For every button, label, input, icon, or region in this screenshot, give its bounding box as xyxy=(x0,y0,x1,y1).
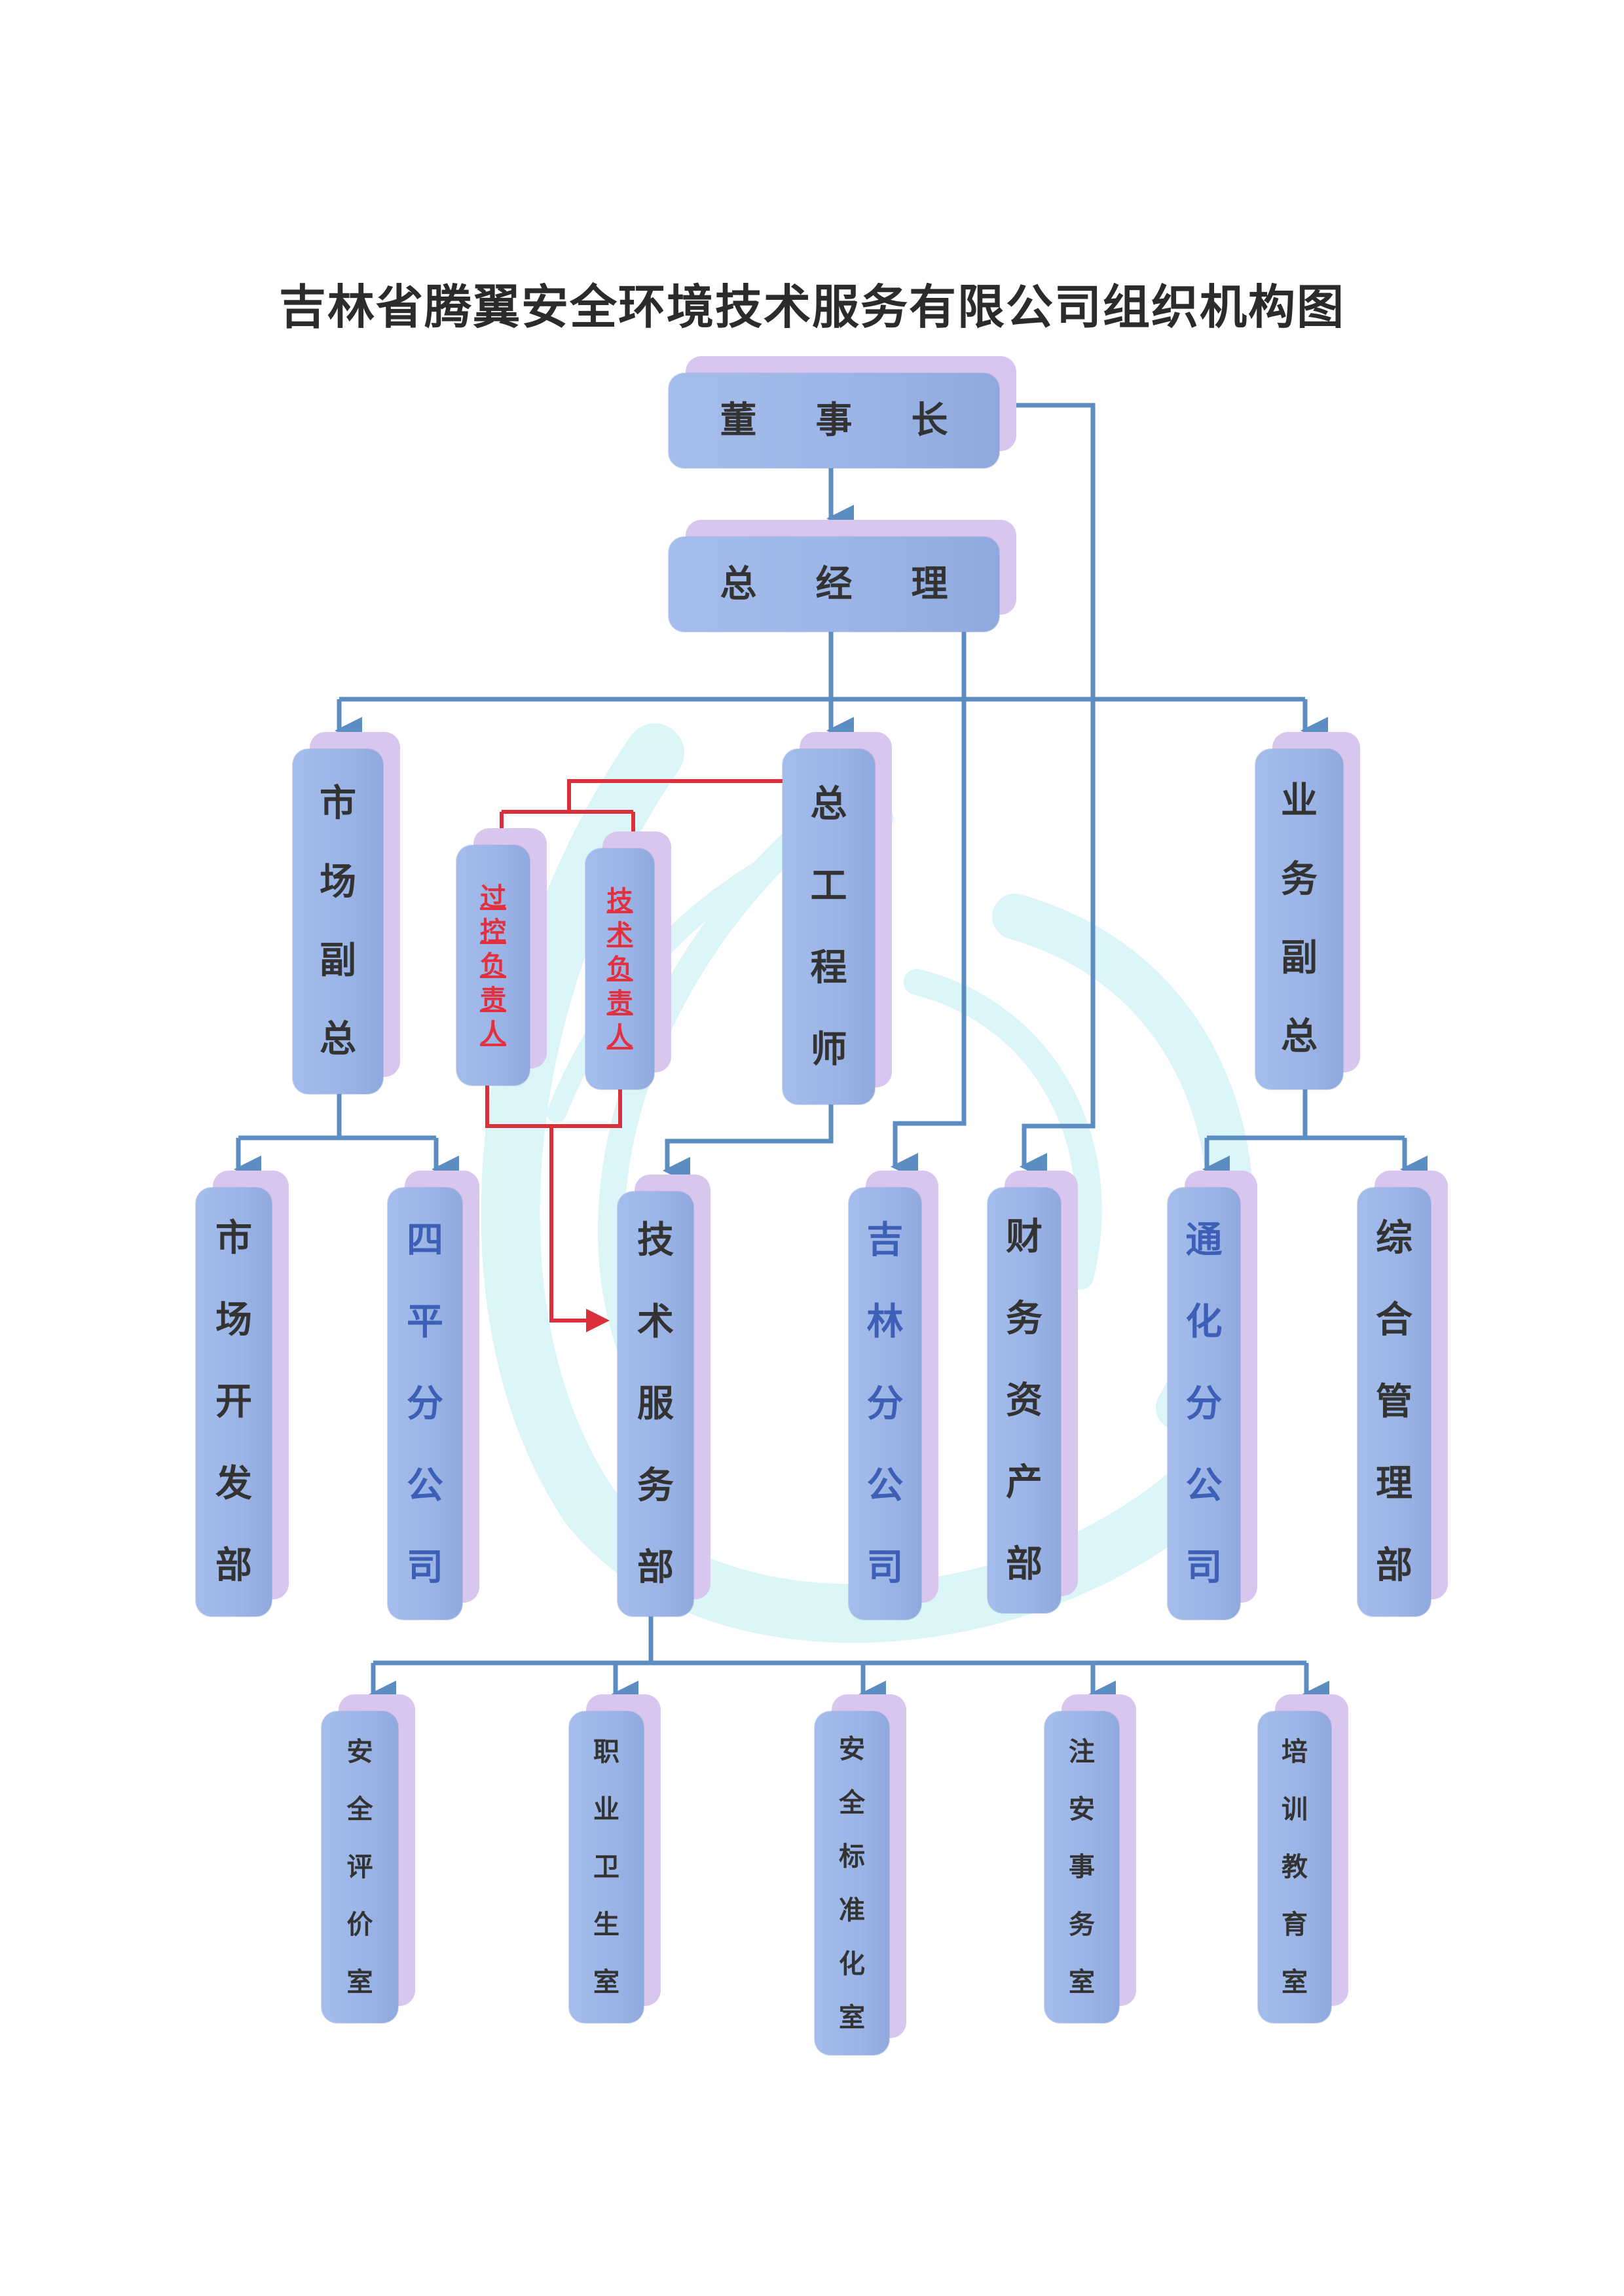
leads-to-tech-service-arrow xyxy=(549,1126,610,1332)
box-face: 培训教育室 xyxy=(1258,1711,1331,2023)
node-label: 四平分公司 xyxy=(407,1218,443,1589)
node-label: 培训教育室 xyxy=(1282,1737,1308,1997)
node-general-manager[interactable]: 总经理 xyxy=(669,520,1016,632)
node-market-dev-dept[interactable]: 市场开发部 xyxy=(196,1171,289,1616)
node-general-admin-dept[interactable]: 综合管理部 xyxy=(1357,1171,1448,1616)
node-registered-safety-office[interactable]: 注安事务室 xyxy=(1044,1694,1136,2023)
node-technical-lead[interactable]: 技术负责人 xyxy=(585,831,671,1089)
node-label: 财务资产部 xyxy=(1006,1215,1043,1586)
node-business-vp[interactable]: 业务副总 xyxy=(1255,732,1360,1089)
node-finance-asset-dept[interactable]: 财务资产部 xyxy=(987,1171,1078,1613)
node-training-office[interactable]: 培训教育室 xyxy=(1258,1694,1348,2023)
node-label: 通化分公司 xyxy=(1185,1218,1223,1589)
box-face: 技术负责人 xyxy=(585,848,654,1089)
box-face: 市场开发部 xyxy=(196,1188,272,1616)
box-face: 安全评价室 xyxy=(322,1711,398,2023)
node-label: 综合管理部 xyxy=(1376,1217,1412,1587)
node-process-control-lead[interactable]: 过控负责人 xyxy=(456,828,547,1085)
box-face: 吉林分公司 xyxy=(849,1188,921,1620)
gm-to-jilin-line xyxy=(891,632,967,1180)
node-label: 业务副总 xyxy=(1281,780,1318,1058)
node-label: 总经理 xyxy=(720,562,1007,606)
node-chief-engineer[interactable]: 总工程师 xyxy=(783,732,892,1104)
node-chairman[interactable]: 董事长 xyxy=(669,356,1016,468)
box-face: 通化分公司 xyxy=(1168,1188,1240,1620)
box-face: 总工程师 xyxy=(783,749,875,1104)
node-label: 董事长 xyxy=(720,399,1007,442)
node-siping-branch[interactable]: 四平分公司 xyxy=(388,1171,479,1620)
node-tonghua-branch[interactable]: 通化分公司 xyxy=(1168,1171,1257,1620)
node-safety-eval-office[interactable]: 安全评价室 xyxy=(322,1694,415,2023)
node-tech-service-dept[interactable]: 技术服务部 xyxy=(618,1175,710,1616)
box-face: 安全标准化室 xyxy=(815,1711,889,2055)
box-face: 财务资产部 xyxy=(987,1188,1061,1613)
node-label: 市场开发部 xyxy=(215,1217,252,1587)
node-jilin-branch[interactable]: 吉林分公司 xyxy=(849,1171,938,1620)
node-label: 技术服务部 xyxy=(637,1219,674,1589)
box-face: 注安事务室 xyxy=(1044,1711,1119,2023)
chief-engineer-to-tech-line xyxy=(663,1104,834,1184)
node-occupational-health-office[interactable]: 职业卫生室 xyxy=(569,1694,661,2023)
box-face: 技术服务部 xyxy=(618,1192,693,1616)
node-label: 过控负责人 xyxy=(480,882,506,1049)
box-face: 市场副总 xyxy=(293,749,383,1094)
chart-title: 吉林省腾翼安全环境技术服务有限公司组织机构图 xyxy=(278,280,1345,335)
chairman-to-finance-line xyxy=(1002,403,1096,1180)
node-label: 吉林分公司 xyxy=(866,1218,904,1589)
node-label: 注安事务室 xyxy=(1069,1737,1095,1997)
node-safety-standardization-office[interactable]: 安全标准化室 xyxy=(815,1694,906,2055)
box-face: 总经理 xyxy=(669,537,999,632)
box-face: 董事长 xyxy=(669,373,999,468)
node-label: 总工程师 xyxy=(810,782,847,1071)
node-label: 安全评价室 xyxy=(346,1737,373,1997)
node-label: 技术负责人 xyxy=(606,886,633,1052)
node-label: 市场副总 xyxy=(320,782,356,1061)
box-face: 四平分公司 xyxy=(388,1188,462,1620)
node-market-vp[interactable]: 市场副总 xyxy=(293,732,400,1094)
box-face: 综合管理部 xyxy=(1357,1188,1431,1616)
box-face: 业务副总 xyxy=(1255,749,1343,1089)
node-label: 安全标准化室 xyxy=(839,1734,865,2033)
box-face: 职业卫生室 xyxy=(569,1711,644,2023)
node-label: 职业卫生室 xyxy=(593,1737,619,1997)
box-face: 过控负责人 xyxy=(456,845,530,1085)
